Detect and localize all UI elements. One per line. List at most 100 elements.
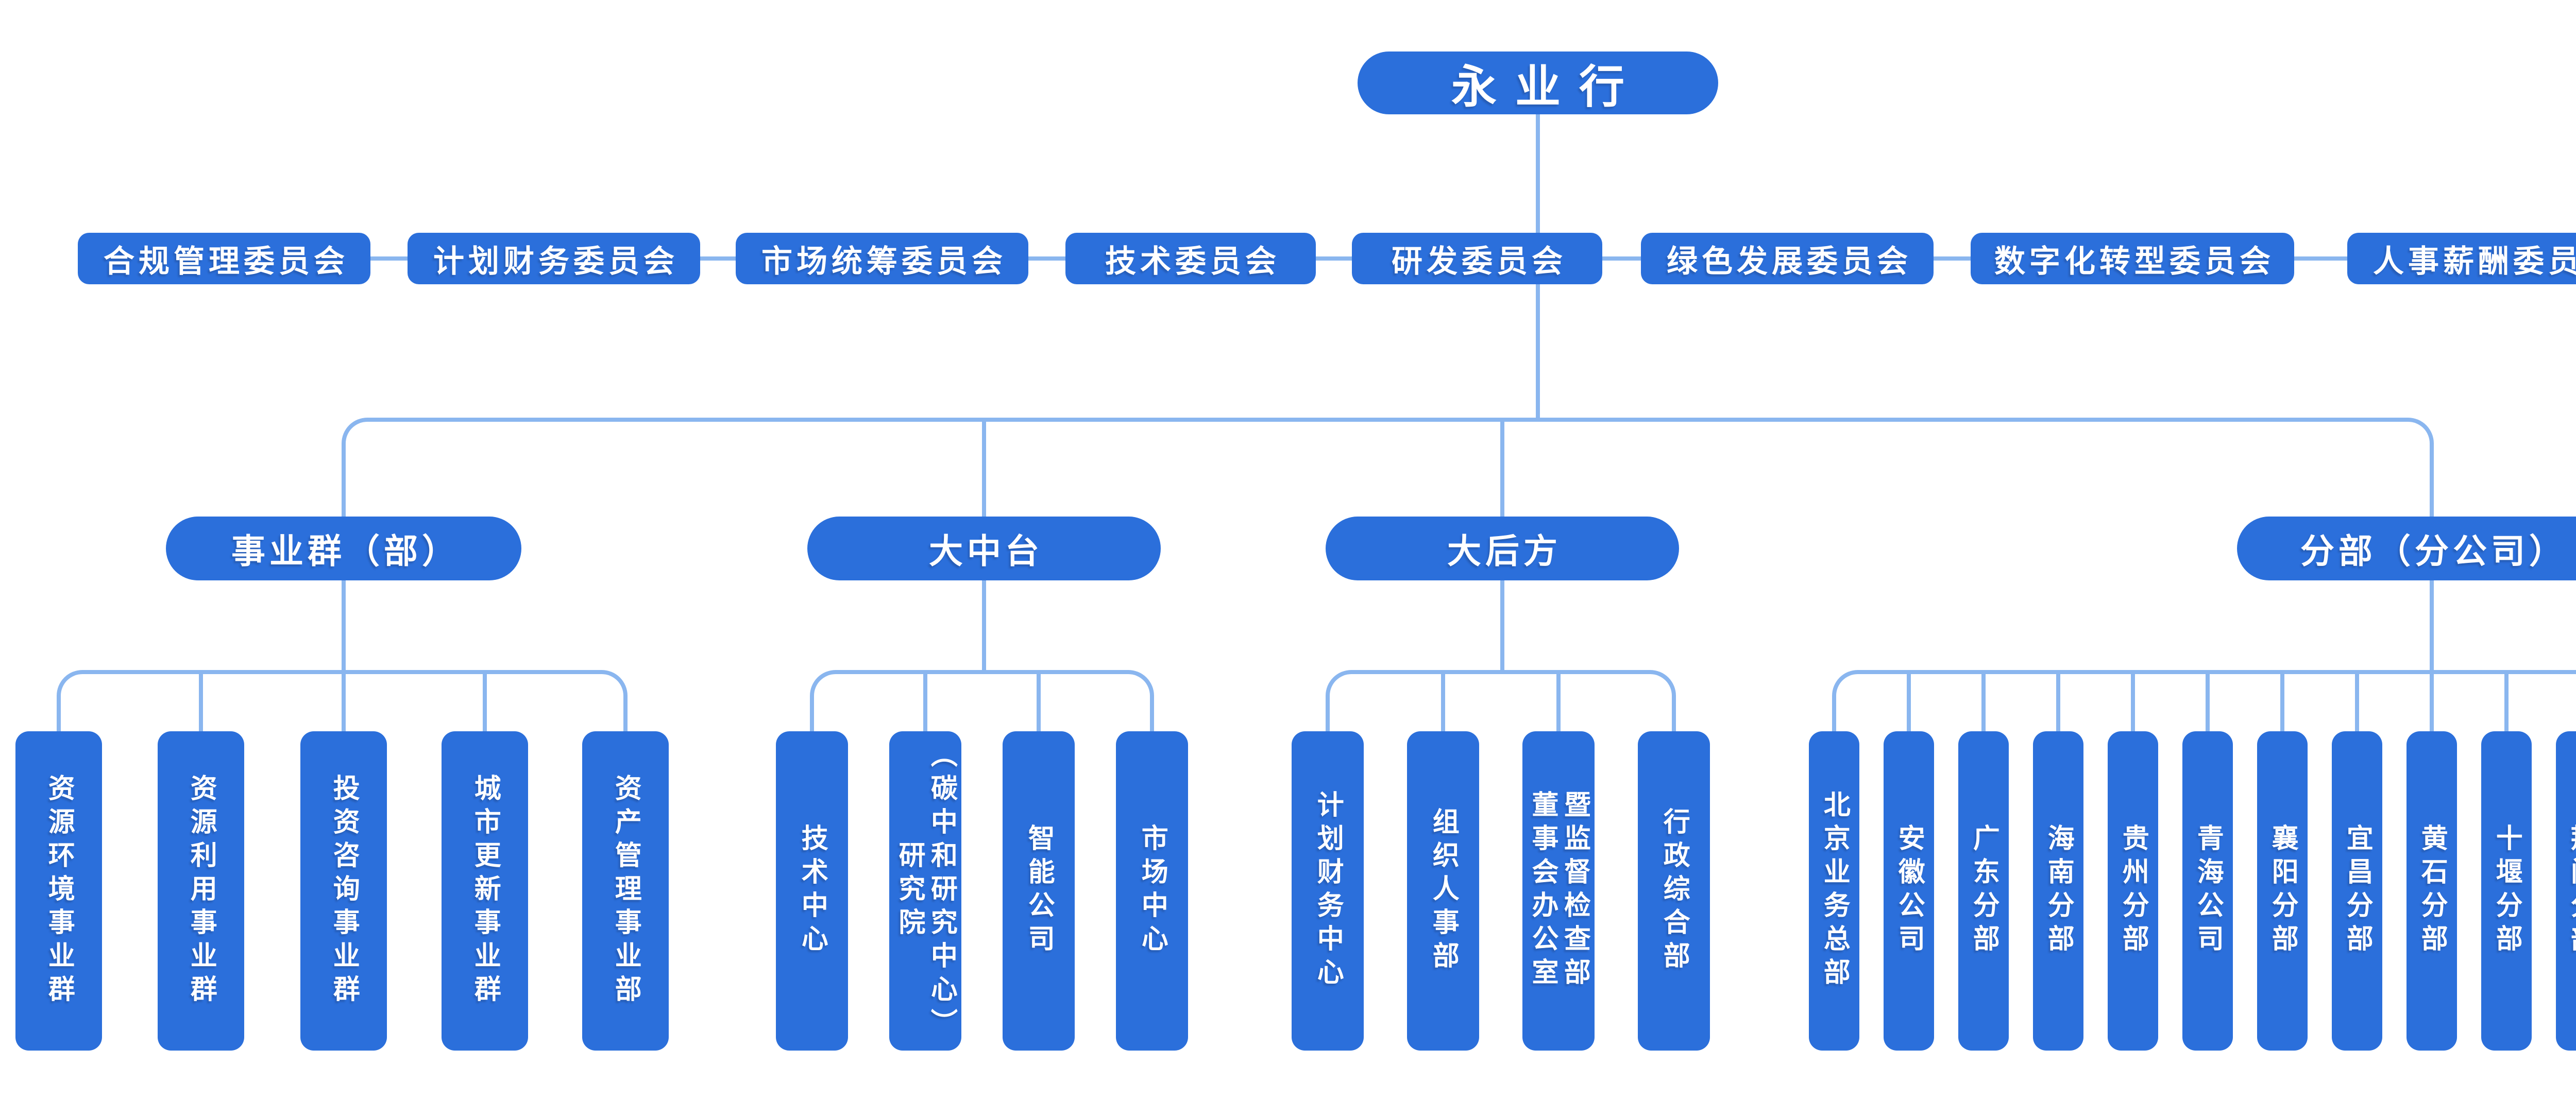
connector-line bbox=[2131, 670, 2135, 731]
connector-line bbox=[1500, 580, 1504, 674]
connector-line bbox=[483, 670, 487, 731]
connector-line bbox=[2355, 670, 2359, 731]
dept-label: 安徽公司 bbox=[1894, 824, 1924, 958]
dept-label: 计划财务中心 bbox=[1313, 791, 1343, 991]
dept-node: 行政综合部 bbox=[1638, 731, 1710, 1051]
dept-node: 计划财务中心 bbox=[1292, 731, 1364, 1051]
committee-node: 人事薪酬委员会 bbox=[2347, 233, 2576, 284]
connector-line bbox=[1832, 696, 1836, 731]
dept-node: 襄阳分部 bbox=[2257, 731, 2308, 1051]
connector-line bbox=[2206, 670, 2210, 731]
dept-node: 资源利用事业群 bbox=[158, 731, 244, 1051]
connector-corner bbox=[810, 670, 836, 696]
dept-label: 襄阳分部 bbox=[2267, 824, 2298, 958]
dept-node: 十堰分部 bbox=[2481, 731, 2532, 1051]
connector-corner bbox=[342, 418, 367, 443]
dept-label: 北京业务总部 bbox=[1819, 791, 1850, 991]
dept-label: 贵州分部 bbox=[2118, 824, 2148, 958]
connector-corner bbox=[1326, 670, 1351, 696]
connector-line bbox=[1500, 418, 1504, 517]
dept-node: 董事会办公室 暨监督检查部 bbox=[1522, 731, 1595, 1051]
connector-line bbox=[836, 670, 1128, 674]
dept-label: 组织人事部 bbox=[1428, 807, 1459, 975]
dept-node: 荆门分部 bbox=[2556, 731, 2576, 1051]
connector-line bbox=[2430, 443, 2434, 517]
dept-label: 青海公司 bbox=[2193, 824, 2223, 958]
dept-label: 荆门分部 bbox=[2566, 824, 2576, 958]
committee-node: 研发委员会 bbox=[1352, 233, 1602, 284]
connector-line bbox=[1037, 670, 1041, 731]
connector-line bbox=[1441, 670, 1445, 731]
dept-label: 智能公司 bbox=[1024, 824, 1054, 958]
connector-line bbox=[982, 418, 986, 517]
dept-label: 投资咨询事业群 bbox=[329, 774, 359, 1008]
dept-node: 市场中心 bbox=[1116, 731, 1188, 1051]
connector-line bbox=[2294, 256, 2347, 261]
dept-label: 广东分部 bbox=[1969, 824, 1999, 958]
dept-label: 宜昌分部 bbox=[2342, 824, 2372, 958]
connector-corner bbox=[1128, 670, 1154, 696]
connector-line bbox=[1934, 256, 1971, 261]
group-node-business-groups: 事业群（部） bbox=[166, 517, 521, 580]
connector-line bbox=[700, 256, 736, 261]
group-node-back-office: 大后方 bbox=[1326, 517, 1679, 580]
connector-line bbox=[1351, 670, 1650, 674]
dept-node: 青海公司 bbox=[2182, 731, 2233, 1051]
dept-node: 资源环境事业群 bbox=[15, 731, 102, 1051]
dept-label: 市场中心 bbox=[1137, 824, 1167, 958]
dept-node: 黄石分部 bbox=[2406, 731, 2457, 1051]
connector-line bbox=[1602, 256, 1641, 261]
connector-line bbox=[57, 696, 61, 731]
committee-node: 市场统筹委员会 bbox=[736, 233, 1028, 284]
dept-node: 城市更新事业群 bbox=[442, 731, 528, 1051]
committee-node: 技术委员会 bbox=[1065, 233, 1316, 284]
connector-line bbox=[1672, 696, 1676, 731]
dept-node: 智能公司 bbox=[1003, 731, 1075, 1051]
connector-corner bbox=[602, 670, 628, 696]
connector-corner bbox=[1650, 670, 1676, 696]
connector-corner bbox=[1832, 670, 1858, 696]
connector-line bbox=[342, 580, 346, 674]
connector-line bbox=[2504, 670, 2509, 731]
connector-corner bbox=[2408, 418, 2434, 443]
connector-line bbox=[2280, 670, 2284, 731]
dept-label: 董事会办公室 暨监督检查部 bbox=[1528, 791, 1590, 991]
dept-node: 组织人事部 bbox=[1407, 731, 1479, 1051]
connector-line bbox=[367, 418, 2408, 422]
group-node-branches: 分部（分公司） bbox=[2237, 517, 2576, 580]
root-node: 永业行 bbox=[1358, 51, 1718, 114]
connector-line bbox=[342, 670, 346, 731]
connector-line bbox=[810, 696, 814, 731]
dept-label: 海南分部 bbox=[2043, 824, 2074, 958]
committee-node: 合规管理委员会 bbox=[78, 233, 370, 284]
connector-line bbox=[2430, 580, 2434, 674]
connector-line bbox=[623, 696, 628, 731]
dept-node: 广东分部 bbox=[1958, 731, 2009, 1051]
connector-line bbox=[199, 670, 203, 731]
connector-line bbox=[982, 580, 986, 674]
connector-line bbox=[2056, 670, 2060, 731]
connector-line bbox=[1028, 256, 1065, 261]
connector-line bbox=[1326, 696, 1330, 731]
dept-label: 资源环境事业群 bbox=[44, 774, 74, 1008]
dept-label: 资产管理事业部 bbox=[611, 774, 641, 1008]
dept-node: 贵州分部 bbox=[2108, 731, 2158, 1051]
dept-label: 行政综合部 bbox=[1659, 807, 1689, 975]
dept-label: 十堰分部 bbox=[2492, 824, 2522, 958]
dept-node: 安徽公司 bbox=[1884, 731, 1934, 1051]
dept-label: 资源利用事业群 bbox=[186, 774, 216, 1008]
connector-line bbox=[1150, 696, 1154, 731]
connector-line bbox=[1907, 670, 1911, 731]
connector-line bbox=[1556, 670, 1561, 731]
dept-label: 黄石分部 bbox=[2417, 824, 2447, 958]
dept-label: 技术中心 bbox=[797, 824, 827, 958]
connector-line bbox=[923, 670, 927, 731]
connector-corner bbox=[57, 670, 82, 696]
dept-label: 城市更新事业群 bbox=[470, 774, 500, 1008]
dept-node: 资产管理事业部 bbox=[582, 731, 669, 1051]
connector-line bbox=[2430, 670, 2434, 731]
connector-line bbox=[1316, 256, 1352, 261]
committee-node: 计划财务委员会 bbox=[408, 233, 700, 284]
connector-line bbox=[370, 256, 408, 261]
